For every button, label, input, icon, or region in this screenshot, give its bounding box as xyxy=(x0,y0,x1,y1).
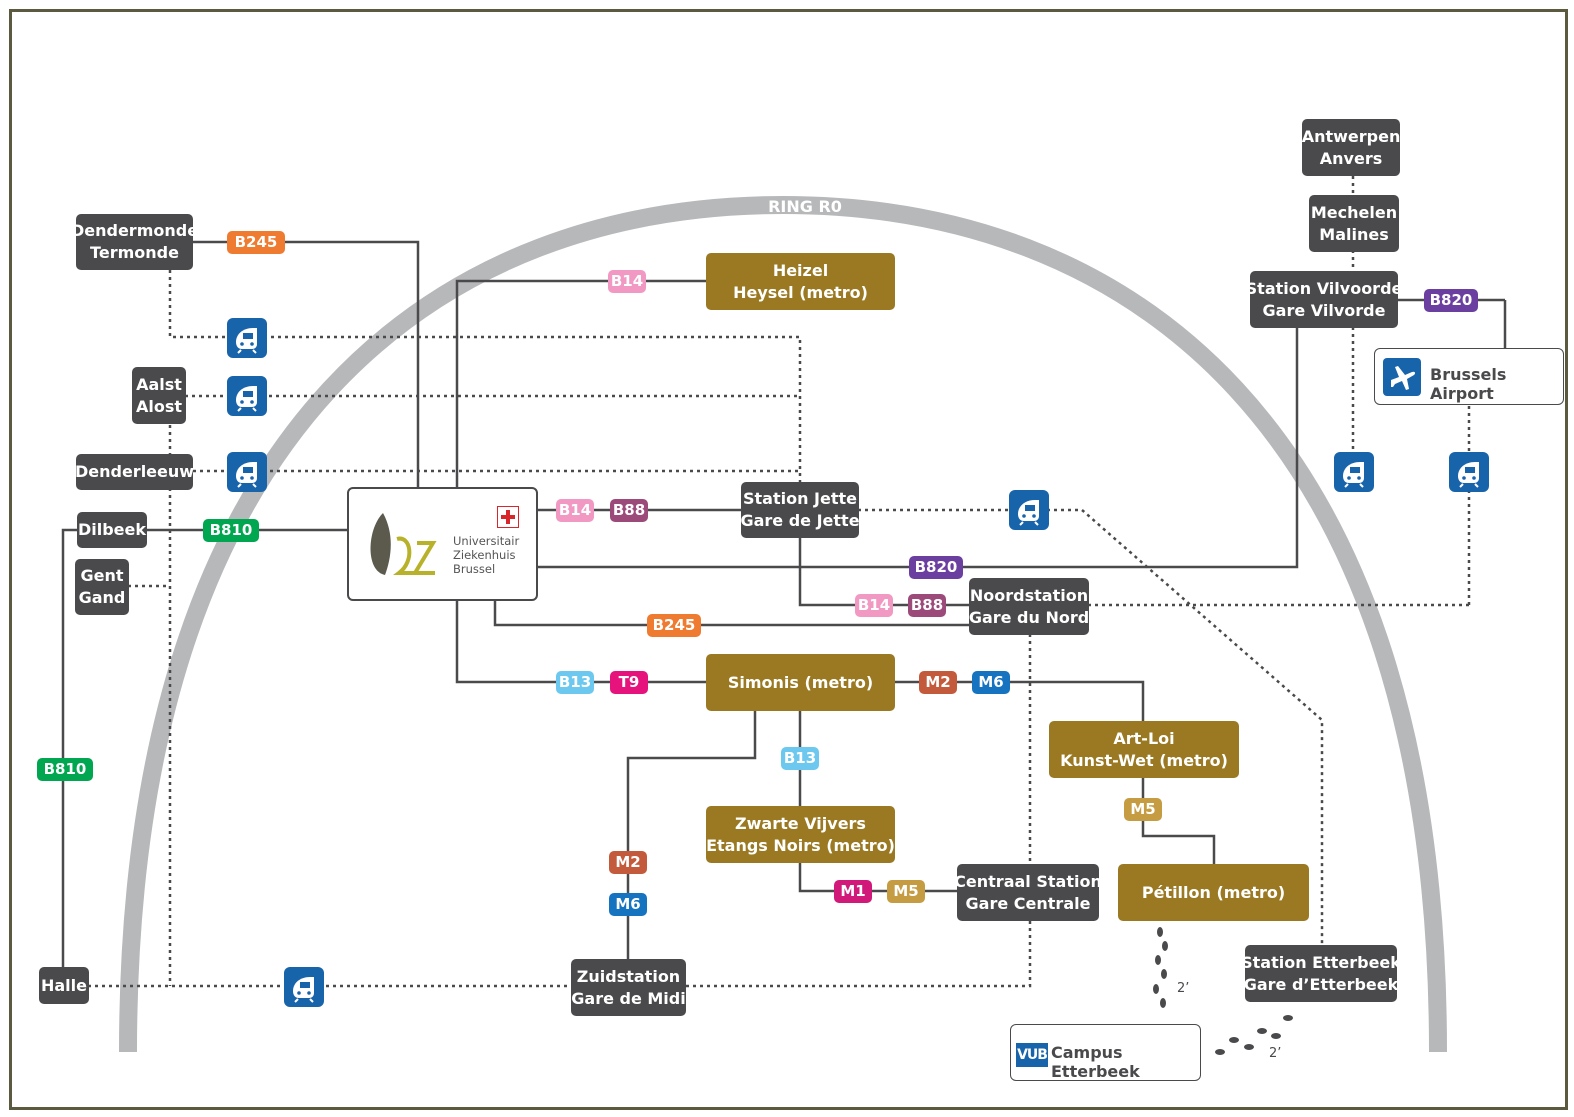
hospital-name-line: Ziekenhuis xyxy=(453,548,516,562)
station-label: Malines xyxy=(1319,224,1389,244)
station-artloi[interactable]: Art-Loi Kunst-Wet (metro) xyxy=(1049,721,1239,778)
station-label: Pétillon (metro) xyxy=(1141,882,1286,902)
station-label: Gand xyxy=(78,588,126,607)
badge-b245[interactable]: B245 xyxy=(647,614,701,637)
station-label: Gare Centrale xyxy=(965,893,1091,913)
station-halle[interactable]: Halle xyxy=(39,967,89,1004)
station-denderleeuw[interactable]: Denderleeuw xyxy=(74,454,195,490)
station-label: Gare Vilvorde xyxy=(1262,300,1386,320)
train-icon xyxy=(1449,452,1489,492)
station-jette[interactable]: Station Jette Gare de Jette xyxy=(740,482,860,538)
station-label: Gent xyxy=(80,566,124,585)
station-dendermonde[interactable]: Dendermonde Termonde xyxy=(71,214,198,270)
hospital-name-line: Universitair xyxy=(453,534,520,548)
station-label: Gare de Jette xyxy=(740,511,860,530)
station-simonis[interactable]: Simonis (metro) xyxy=(706,654,895,711)
train-icon xyxy=(284,967,324,1007)
station-gent[interactable]: Gent Gand xyxy=(75,559,129,615)
station-label: Noordstation xyxy=(969,585,1089,605)
station-antwerpen[interactable]: Antwerpen Anvers xyxy=(1302,119,1400,176)
station-zuid[interactable]: Zuidstation Gare de Midi xyxy=(571,959,686,1016)
station-label: Denderleeuw xyxy=(74,462,195,481)
station-label: Kunst-Wet (metro) xyxy=(1060,750,1228,770)
badge-b13[interactable]: B13 xyxy=(781,747,819,770)
station-label: Station Etterbeek xyxy=(1241,952,1401,972)
station-noord[interactable]: Noordstation Gare du Nord xyxy=(969,578,1089,635)
hospital-name: Universitair Ziekenhuis Brussel xyxy=(453,534,519,576)
train-icon xyxy=(227,452,267,492)
badge-b88[interactable]: B88 xyxy=(908,594,946,617)
station-label: Station Vilvoorde xyxy=(1245,278,1403,298)
vub-campus-etterbeek[interactable]: VUB Campus Etterbeek xyxy=(1010,1024,1201,1081)
badge-b820[interactable]: B820 xyxy=(909,556,963,579)
station-label: Mechelen xyxy=(1310,202,1398,222)
station-label: Halle xyxy=(40,975,87,995)
train-icon xyxy=(227,376,267,416)
station-label: Dilbeek xyxy=(77,520,147,539)
map-frame xyxy=(9,9,1568,1110)
badge-b14[interactable]: B14 xyxy=(608,270,646,293)
brussels-airport[interactable]: Brussels Airport xyxy=(1374,348,1564,405)
station-label: Art-Loi xyxy=(1113,728,1175,748)
station-label: Anvers xyxy=(1319,148,1383,168)
hospital-uz-brussel[interactable]: Universitair Ziekenhuis Brussel xyxy=(347,487,538,601)
footsteps-icon xyxy=(1153,927,1293,1055)
badge-m1[interactable]: M1 xyxy=(834,880,872,903)
badge-m2[interactable]: M2 xyxy=(609,851,647,874)
station-vilvoorde[interactable]: Station Vilvoorde Gare Vilvorde xyxy=(1246,271,1402,328)
station-label: Gare du Nord xyxy=(968,607,1090,627)
badge-m5[interactable]: M5 xyxy=(1124,798,1162,821)
station-zwarte-vijvers[interactable]: Zwarte Vijvers Etangs Noirs (metro) xyxy=(706,806,895,863)
hospital-name-line: Brussel xyxy=(453,562,496,576)
station-label: Heizel xyxy=(772,260,829,280)
station-label: Termonde xyxy=(90,243,179,262)
badge-b13[interactable]: B13 xyxy=(556,671,594,694)
vub-logo: VUB xyxy=(1016,1043,1048,1067)
badge-b810[interactable]: B810 xyxy=(203,519,259,542)
station-label: Gare de Midi xyxy=(571,988,686,1008)
station-label: Antwerpen xyxy=(1301,126,1401,146)
ring-label: RING R0 xyxy=(768,197,842,216)
badge-b810[interactable]: B810 xyxy=(37,758,93,781)
walk-time: 2’ xyxy=(1269,1046,1282,1061)
vub-label: Campus Etterbeek xyxy=(1051,1043,1140,1081)
ring-r0 xyxy=(119,195,1447,1053)
station-label: Etangs Noirs (metro) xyxy=(706,835,895,855)
walk-time: 2’ xyxy=(1177,981,1190,996)
badge-b88[interactable]: B88 xyxy=(610,499,648,522)
station-label: Heysel (metro) xyxy=(733,282,868,302)
station-etterbeek[interactable]: Station Etterbeek Gare d’Etterbeek xyxy=(1241,945,1401,1002)
station-dilbeek[interactable]: Dilbeek xyxy=(77,512,147,548)
station-label: Simonis (metro) xyxy=(727,672,874,692)
station-heizel[interactable]: Heizel Heysel (metro) xyxy=(706,253,895,310)
station-label: Station Jette xyxy=(742,489,857,508)
badge-b14[interactable]: B14 xyxy=(556,499,594,522)
badge-b245[interactable]: B245 xyxy=(227,231,285,254)
badge-b14[interactable]: B14 xyxy=(855,594,893,617)
station-label: Dendermonde xyxy=(70,221,199,240)
airport-label: Brussels Airport xyxy=(1430,365,1507,403)
train-icon xyxy=(1334,452,1374,492)
station-label: Gare d’Etterbeek xyxy=(1243,974,1399,994)
train-icon xyxy=(1009,490,1049,530)
hospital-logo xyxy=(370,513,437,575)
station-mechelen[interactable]: Mechelen Malines xyxy=(1309,195,1399,252)
station-petillon[interactable]: Pétillon (metro) xyxy=(1118,864,1309,921)
badge-m2[interactable]: M2 xyxy=(919,671,957,694)
station-label: Zwarte Vijvers xyxy=(735,813,866,833)
station-label: Zuidstation xyxy=(576,966,681,986)
station-centraal[interactable]: Centraal Station Gare Centrale xyxy=(954,864,1102,921)
red-cross-icon xyxy=(497,506,519,528)
badge-m6[interactable]: M6 xyxy=(609,893,647,916)
train-icon xyxy=(227,318,267,358)
plane-icon xyxy=(1383,358,1421,396)
station-label: Alost xyxy=(135,396,183,416)
station-label: Centraal Station xyxy=(954,871,1102,891)
badge-t9[interactable]: T9 xyxy=(610,671,648,694)
station-aalst[interactable]: Aalst Alost xyxy=(132,367,186,424)
badge-b820[interactable]: B820 xyxy=(1424,289,1478,312)
station-label: Aalst xyxy=(136,374,182,394)
badge-m6[interactable]: M6 xyxy=(972,671,1010,694)
badge-m5[interactable]: M5 xyxy=(887,880,925,903)
